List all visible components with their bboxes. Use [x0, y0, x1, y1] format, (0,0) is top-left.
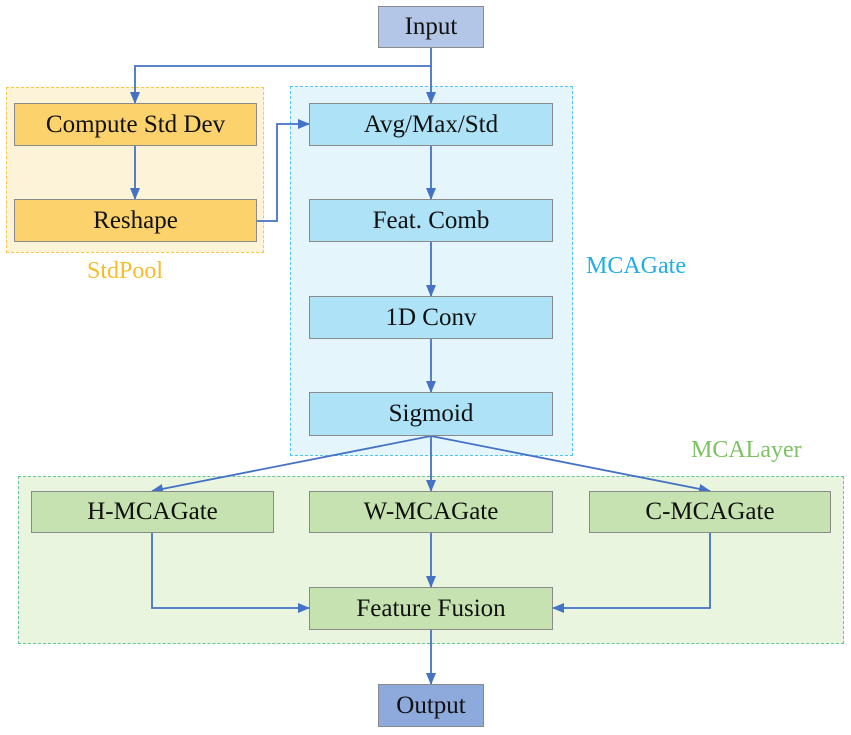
h-mcagate-node: H-MCAGate: [31, 491, 274, 533]
conv1d-node: 1D Conv: [309, 296, 553, 339]
feat-comb-node: Feat. Comb: [309, 199, 553, 242]
compute-std-dev-node: Compute Std Dev: [14, 103, 257, 146]
reshape-node: Reshape: [14, 199, 257, 242]
edge-c-mcagate-to-feature-fusion: [552, 533, 711, 613]
output-node: Output: [378, 684, 484, 727]
stdpool-label: StdPool: [87, 258, 164, 284]
sigmoid-node: Sigmoid: [309, 392, 553, 436]
avg-max-std-node: Avg/Max/Std: [309, 103, 553, 146]
input-node: Input: [378, 6, 484, 48]
c-mcagate-node: C-MCAGate: [589, 491, 831, 533]
mcalayer-label: MCALayer: [691, 437, 802, 463]
mcagate-label: MCAGate: [586, 253, 686, 279]
edge-sigmoid-to-h-mcagate: [151, 435, 432, 494]
w-mcagate-node: W-MCAGate: [309, 491, 553, 533]
feature-fusion-node: Feature Fusion: [309, 587, 553, 630]
edge-reshape-to-avg-max-std: [257, 119, 310, 222]
edge-sigmoid-to-c-mcagate: [430, 435, 711, 494]
edge-input-to-compute-std-dev: [130, 65, 431, 104]
edge-h-mcagate-to-feature-fusion: [151, 533, 310, 613]
